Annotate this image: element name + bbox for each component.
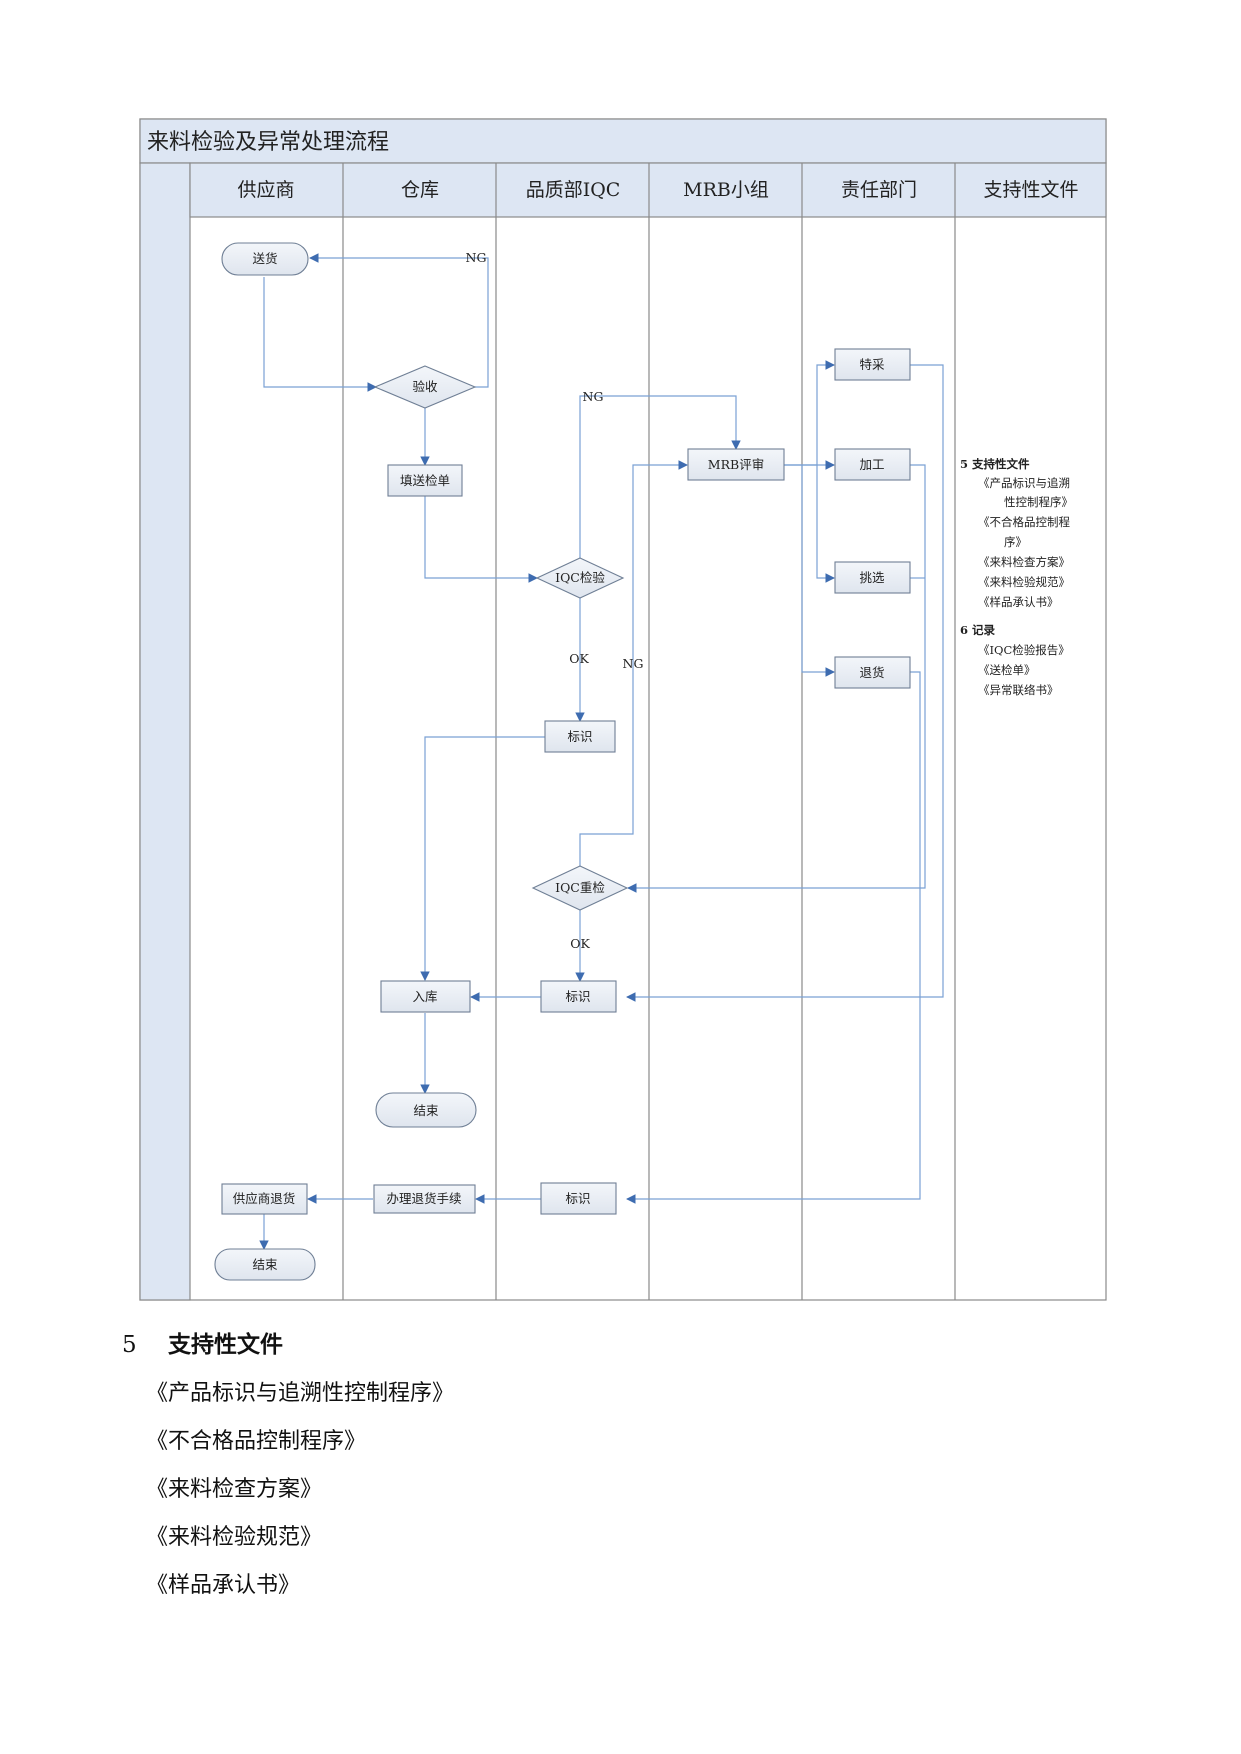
lane-header-support-docs: 支持性文件 bbox=[983, 179, 1078, 201]
section-number: 5 bbox=[122, 1332, 137, 1358]
node-supplier-return bbox=[221, 1183, 308, 1215]
support-doc-line: 《来料检验规范》 bbox=[978, 575, 1070, 589]
support-doc-line: 序》 bbox=[1004, 535, 1027, 549]
lane-header-responsible: 责任部门 bbox=[841, 179, 917, 201]
edge-label-ng-reinspect: NG bbox=[623, 656, 644, 671]
node-mark1 bbox=[544, 720, 616, 753]
edge-label-ng-iqc: NG bbox=[583, 389, 604, 404]
node-rework bbox=[834, 448, 911, 481]
section-heading: 5 支持性文件 bbox=[122, 1325, 283, 1359]
node-label-fill-form: 填送检单 bbox=[400, 473, 450, 488]
lane-headers: 供应商 仓库 品质部IQC MRB小组 责任部门 支持性文件 bbox=[237, 179, 1078, 201]
node-store bbox=[380, 980, 471, 1013]
node-label-iqc-reinspect: IQC重检 bbox=[555, 880, 605, 895]
connector-mrb-to-return bbox=[801, 465, 835, 677]
edge-labels: NG NG OK NG OK bbox=[466, 250, 644, 951]
node-label-special-purchase: 特采 bbox=[859, 357, 885, 372]
node-label-mark1: 标识 bbox=[567, 729, 592, 744]
node-label-rework: 加工 bbox=[859, 457, 884, 472]
connector-deliver-to-receive bbox=[263, 277, 377, 392]
support-doc-line: 《来料检查方案》 bbox=[978, 555, 1070, 569]
connector-return-to-mark3 bbox=[626, 671, 921, 1204]
edge-label-ok-reinspect: OK bbox=[570, 936, 590, 951]
connectors bbox=[259, 253, 944, 1250]
node-label-iqc-inspect: IQC检验 bbox=[555, 570, 605, 585]
flowchart-title: 来料检验及异常处理流程 bbox=[147, 130, 389, 155]
node-end2 bbox=[214, 1248, 316, 1281]
node-deliver bbox=[221, 242, 309, 276]
connector-reinspect-ng-to-mrb bbox=[579, 460, 688, 868]
edge-label-ng-receive: NG bbox=[466, 250, 487, 265]
connector-iqc-ng-to-mrb bbox=[579, 395, 741, 558]
list-item: 《来料检查方案》 bbox=[146, 1477, 323, 1502]
node-label-supplier-return: 供应商退货 bbox=[233, 1191, 296, 1206]
lane-header-warehouse: 仓库 bbox=[401, 179, 439, 201]
connector-mrb-to-sort bbox=[816, 465, 835, 583]
section-title: 支持性文件 bbox=[168, 1331, 283, 1358]
node-return-process bbox=[373, 1184, 476, 1214]
list-item: 《产品标识与追溯性控制程序》 bbox=[146, 1381, 455, 1406]
node-iqc-inspect bbox=[535, 557, 625, 599]
supporting-documents-list: 《产品标识与追溯性控制程序》 《不合格品控制程序》 《来料检查方案》 《来料检验… bbox=[146, 1378, 454, 1618]
list-item: 《来料检验规范》 bbox=[146, 1525, 323, 1550]
node-mark2 bbox=[540, 980, 617, 1013]
flowchart: 来料检验及异常处理流程 供应商 仓库 品质部IQC MRB小组 责任部门 支持性… bbox=[139, 118, 1107, 1301]
list-item: 《样品承认书》 bbox=[146, 1573, 301, 1598]
support-record-line: 《送检单》 bbox=[978, 663, 1036, 677]
node-label-receive: 验收 bbox=[412, 379, 438, 394]
node-mrb-review bbox=[687, 448, 785, 481]
node-label-sort: 挑选 bbox=[859, 570, 885, 585]
lane-header-iqc: 品质部IQC bbox=[526, 179, 621, 201]
support-doc-line: 性控制程序》 bbox=[1004, 495, 1073, 509]
node-label-end1: 结束 bbox=[413, 1103, 439, 1118]
node-label-return: 退货 bbox=[859, 665, 884, 680]
node-sort bbox=[834, 561, 911, 594]
node-label-mrb-review: MRB评审 bbox=[708, 457, 764, 472]
node-special-purchase bbox=[834, 348, 911, 381]
node-label-deliver: 送货 bbox=[252, 251, 277, 266]
support-records-heading: 6 记录 bbox=[960, 623, 996, 637]
support-panel: 5 支持性文件 《产品标识与追溯 性控制程序》 《不合格品控制程 序》 《来料检… bbox=[960, 457, 1073, 697]
support-record-line: 《IQC检验报告》 bbox=[978, 643, 1070, 657]
flow-nodes bbox=[214, 242, 911, 1281]
lane-header-supplier: 供应商 bbox=[237, 179, 294, 201]
connector-rework-to-reinspect bbox=[627, 464, 926, 893]
lane-header-mrb: MRB小组 bbox=[683, 179, 769, 201]
flowchart-frame bbox=[139, 118, 1107, 1301]
connector-receive-ng-to-deliver bbox=[309, 253, 489, 388]
node-iqc-reinspect bbox=[531, 865, 629, 911]
node-mark3 bbox=[540, 1182, 617, 1215]
support-doc-line: 《产品标识与追溯 bbox=[978, 476, 1070, 490]
node-label-mark2: 标识 bbox=[565, 989, 590, 1004]
node-fill-form bbox=[387, 464, 463, 497]
support-doc-line: 《不合格品控制程 bbox=[978, 515, 1070, 529]
node-receive bbox=[373, 365, 477, 409]
node-labels: 送货 验收 填送检单 IQC检验 标识 MRB评审 特采 加工 挑选 退货 IQ… bbox=[233, 251, 885, 1272]
node-end1 bbox=[375, 1092, 477, 1128]
node-label-mark3: 标识 bbox=[565, 1191, 590, 1206]
support-docs-heading: 5 支持性文件 bbox=[960, 457, 1030, 471]
edge-label-ok-iqc: OK bbox=[569, 651, 589, 666]
node-label-return-process: 办理退货手续 bbox=[386, 1191, 461, 1206]
connector-fill-to-iqc bbox=[424, 496, 538, 583]
support-doc-line: 《样品承认书》 bbox=[978, 595, 1059, 609]
node-return bbox=[834, 656, 911, 689]
connector-mark1-to-store bbox=[420, 736, 545, 981]
node-label-end2: 结束 bbox=[252, 1257, 278, 1272]
list-item: 《不合格品控制程序》 bbox=[146, 1429, 367, 1454]
support-record-line: 《异常联络书》 bbox=[978, 683, 1059, 697]
node-label-store: 入库 bbox=[412, 989, 437, 1004]
connector-special-to-mark2 bbox=[626, 364, 944, 1002]
